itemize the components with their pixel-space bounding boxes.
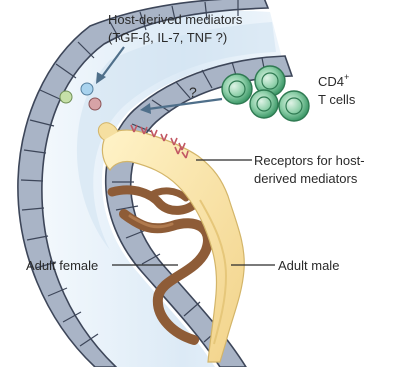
- label-adult-male: Adult male: [278, 258, 339, 273]
- mediator-green: [60, 91, 72, 103]
- label-mediators-line2: (TGF-β, IL-7, TNF ?): [108, 30, 227, 45]
- label-receptors-line1: Receptors for host-: [254, 153, 365, 168]
- mediator-red: [89, 98, 101, 110]
- label-receptors-line2: derived mediators: [254, 171, 358, 186]
- cd4-t-cells: [222, 66, 309, 121]
- label-cd4: CD4+: [318, 72, 349, 89]
- label-question-mark: ?: [189, 84, 197, 100]
- label-mediators-line1: Host-derived mediators: [108, 12, 243, 27]
- mediator-blue: [81, 83, 93, 95]
- label-cd4-text: CD4: [318, 74, 344, 89]
- label-cd4-sup: +: [344, 72, 349, 82]
- label-t-cells: T cells: [318, 92, 356, 107]
- label-adult-female: Adult female: [26, 258, 98, 273]
